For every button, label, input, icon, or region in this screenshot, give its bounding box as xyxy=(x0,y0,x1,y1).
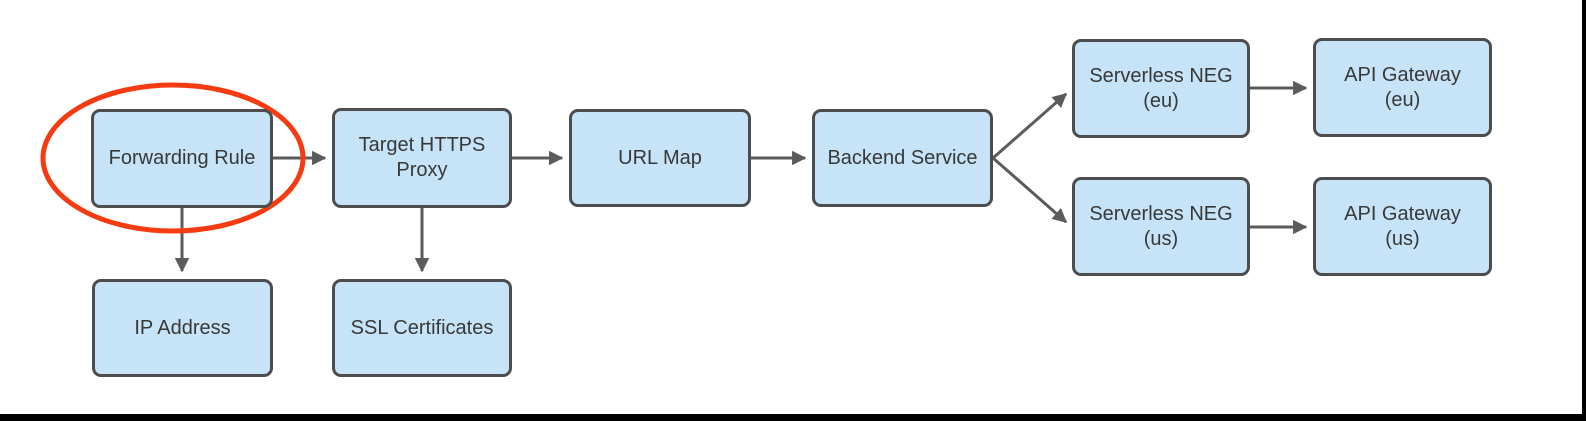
arrow-backend-service-to-serverless-neg-eu xyxy=(992,92,1068,160)
frame-bottom-edge xyxy=(0,414,1586,421)
node-serverless-neg-us: Serverless NEG (us) xyxy=(1072,177,1250,276)
node-serverless-neg-eu: Serverless NEG (eu) xyxy=(1072,39,1250,138)
node-forwarding-rule: Forwarding Rule xyxy=(91,109,273,208)
node-api-gateway-us: API Gateway (us) xyxy=(1313,177,1492,276)
node-url-map: URL Map xyxy=(569,109,751,207)
node-target-https-proxy: Target HTTPS Proxy xyxy=(332,108,512,208)
arrow-backend-service-to-serverless-neg-us xyxy=(992,156,1068,224)
frame-right-edge xyxy=(1582,0,1586,421)
node-backend-service: Backend Service xyxy=(812,109,993,207)
node-api-gateway-eu: API Gateway (eu) xyxy=(1313,38,1492,137)
node-ip-address: IP Address xyxy=(92,279,273,377)
node-ssl-certificates: SSL Certificates xyxy=(332,279,512,377)
